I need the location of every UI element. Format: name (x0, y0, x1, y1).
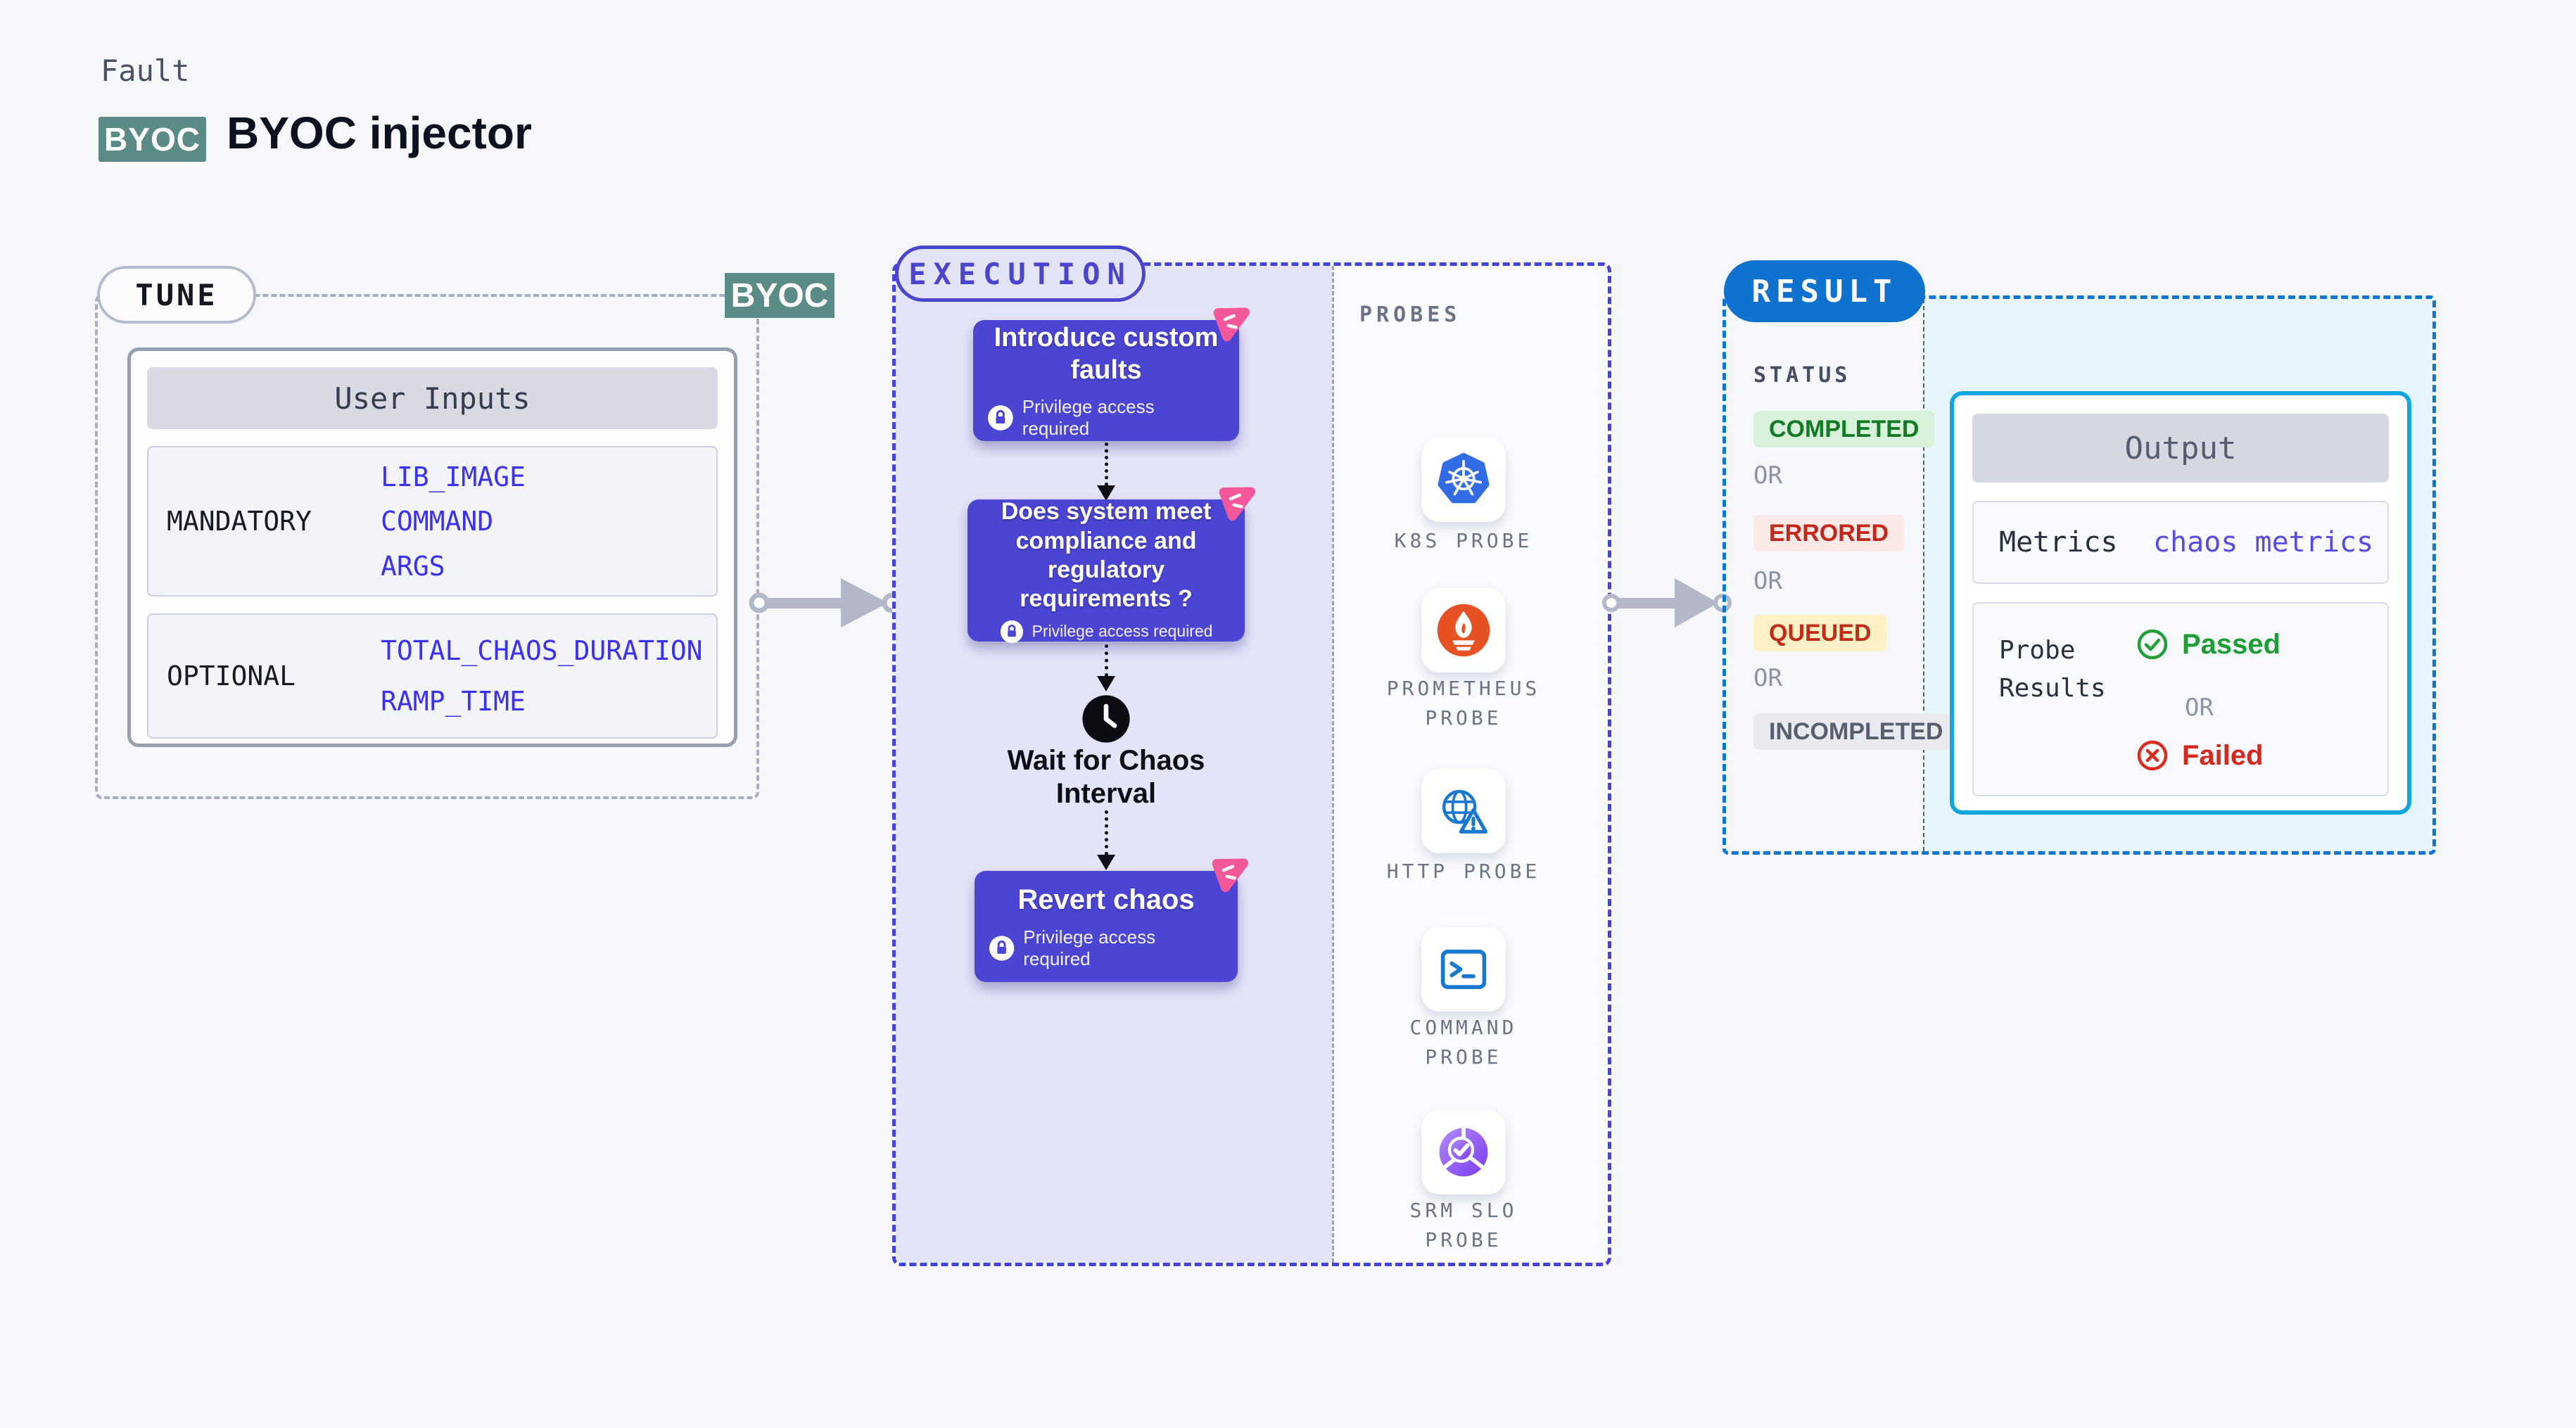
arrowhead-icon (1097, 855, 1115, 870)
lock-icon (989, 936, 1015, 962)
or-separator: OR (1753, 664, 1782, 692)
status-badge-errored: ERRORED (1753, 515, 1905, 552)
probe-card-prometheus (1421, 588, 1506, 672)
failed-label: Failed (2182, 739, 2264, 771)
probe-label-command: COMMAND PROBE (1409, 1016, 1518, 1069)
byoc-badge: BYOC (99, 117, 206, 162)
output-card: Output Metrics chaos metrics Probe Resul… (1950, 391, 2411, 815)
status-badge-queued: QUEUED (1753, 615, 1887, 651)
execution-label-pill: EXECUTION (895, 246, 1146, 302)
lock-icon (1000, 620, 1023, 644)
status-output-divider (1923, 299, 1924, 851)
failed-x-icon (2137, 740, 2168, 771)
input-value-command: COMMAND (381, 506, 494, 537)
clock-icon (1082, 695, 1130, 743)
step-note: Privilege access required (1022, 396, 1155, 440)
probe-results-label: Probe Results (1999, 636, 2106, 703)
input-value-lib-image: LIB_IMAGE (381, 461, 526, 492)
dotted-connector (1105, 810, 1108, 855)
probe-card-srm-slo (1421, 1110, 1506, 1194)
step-revert-chaos: Revert chaos Privilege access required (975, 858, 1249, 982)
dotted-connector (1105, 442, 1108, 486)
step-title: Introduce custom faults (994, 322, 1219, 385)
mandatory-label: MANDATORY (167, 506, 312, 537)
optional-label: OPTIONAL (167, 661, 296, 691)
probe-card-k8s (1421, 438, 1506, 522)
status-badge-completed: COMPLETED (1753, 411, 1935, 447)
step-compliance-check: Does system meet compliance and regulato… (967, 487, 1256, 644)
step-introduce-custom-faults: Introduce custom faults Privilege access… (973, 307, 1250, 441)
prometheus-icon (1437, 604, 1490, 657)
terminal-icon (1440, 950, 1487, 989)
input-value-args: ARGS (381, 550, 445, 582)
tune-label-pill: TUNE (97, 266, 256, 324)
output-header: Output (1972, 414, 2389, 483)
probe-label-k8s: K8S PROBE (1394, 529, 1533, 552)
dotted-connector (1105, 644, 1108, 677)
probe-label-http: HTTP PROBE (1386, 860, 1541, 883)
wait-step-label: Wait for Chaos Interval (1007, 745, 1205, 810)
globe-warning-icon (1442, 789, 1488, 834)
arrowhead-icon (1097, 676, 1115, 691)
metrics-row: Metrics chaos metrics (1972, 501, 2389, 584)
step-title: Revert chaos (1017, 884, 1195, 915)
metrics-value: chaos metrics (2153, 526, 2374, 559)
probe-card-command (1421, 927, 1506, 1012)
byoc-tag: BYOC (725, 273, 835, 318)
chaos-marker-icon (1219, 487, 1256, 521)
input-value-total-chaos-duration: TOTAL_CHAOS_DURATION (381, 635, 703, 666)
user-inputs-header: User Inputs (147, 367, 718, 429)
status-badge-incompleted: INCOMPLETED (1753, 713, 1959, 750)
step-note: Privilege access required (1023, 926, 1156, 970)
kubernetes-icon (1438, 452, 1490, 504)
arrowhead-icon (1097, 485, 1115, 501)
tune-section (95, 294, 759, 799)
execution-probes-divider (1332, 266, 1334, 1263)
page-title: BYOC injector (227, 108, 532, 158)
step-title: Does system meet compliance and regulato… (1001, 498, 1212, 613)
probe-label-prometheus: PROMETHEUS PROBE (1386, 677, 1541, 729)
probe-results-row: Probe Results Passed OR Failed (1972, 602, 2389, 796)
step-note: Privilege access required (1032, 622, 1213, 641)
execution-to-result-arrow-icon (1602, 578, 1732, 627)
probes-label: PROBES (1359, 302, 1461, 327)
srm-slo-icon (1439, 1126, 1488, 1177)
metrics-label: Metrics (1999, 526, 2118, 559)
result-label-pill: RESULT (1724, 260, 1925, 322)
mandatory-row: MANDATORY LIB_IMAGE COMMAND ARGS (147, 446, 718, 597)
input-value-ramp-time: RAMP_TIME (381, 686, 526, 718)
probe-card-http (1421, 769, 1506, 853)
probe-label-srm-slo: SRM SLO PROBE (1409, 1199, 1518, 1251)
passed-label: Passed (2182, 628, 2281, 660)
tune-to-execution-arrow-icon (749, 578, 903, 627)
or-separator: OR (1753, 567, 1782, 595)
lock-icon (987, 405, 1013, 431)
fault-kicker: Fault (101, 53, 190, 88)
chaos-marker-icon (1212, 858, 1249, 893)
status-heading: STATUS (1753, 363, 1851, 388)
passed-check-icon (2137, 629, 2168, 660)
or-separator: OR (1753, 461, 1782, 490)
optional-row: OPTIONAL TOTAL_CHAOS_DURATION RAMP_TIME (147, 613, 718, 739)
chaos-marker-icon (1213, 307, 1250, 342)
or-separator: OR (2185, 694, 2214, 722)
